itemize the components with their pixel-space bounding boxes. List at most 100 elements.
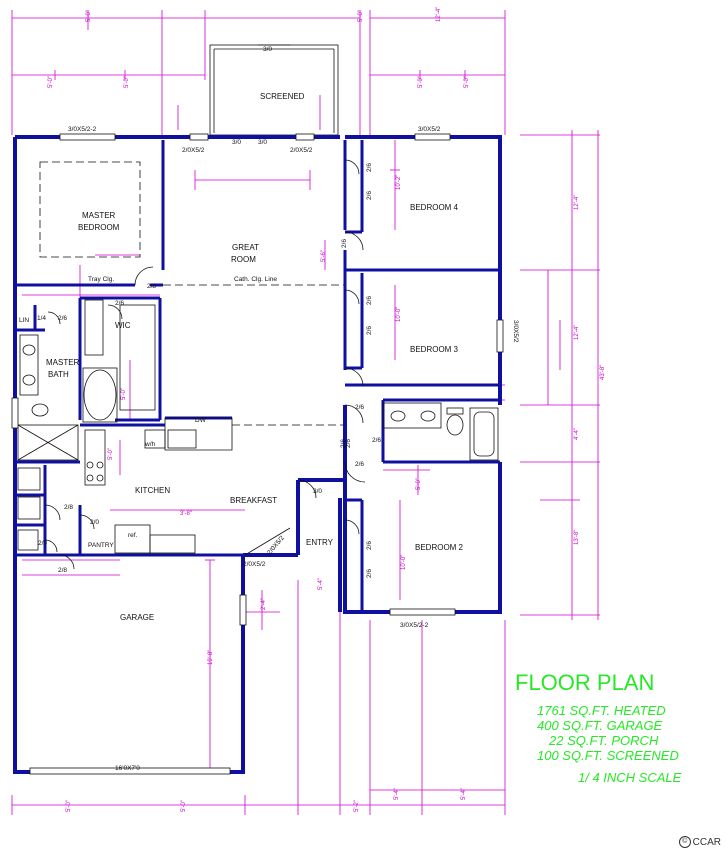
label-d28-a: 2/8 bbox=[147, 283, 156, 290]
svg-text:5'-4": 5'-4" bbox=[461, 788, 467, 800]
svg-text:10'-0": 10'-0" bbox=[396, 307, 402, 322]
room-bedroom-4: BEDROOM 4 bbox=[410, 203, 459, 212]
label-d20-b: 2/0 bbox=[38, 540, 47, 547]
room-master-bath-line2: BATH bbox=[48, 370, 69, 379]
room-great-room-line2: ROOM bbox=[231, 255, 256, 264]
label-door-garage-entry: 2/0X5/2 bbox=[243, 561, 266, 568]
room-pantry: PANTRY bbox=[88, 542, 114, 549]
room-kitchen: KITCHEN bbox=[135, 486, 170, 495]
label-d26-j: 2/6 bbox=[366, 569, 373, 578]
label-d20-a: 2/0 bbox=[90, 519, 99, 526]
label-d26-i: 2/6 bbox=[366, 541, 373, 550]
label-d26-l: 2/6 bbox=[58, 315, 67, 322]
room-master-bedroom-line2: BEDROOM bbox=[78, 223, 120, 232]
label-window-bedroom-3: 3/0X5/2 bbox=[512, 320, 519, 343]
svg-text:5'-0": 5'-0" bbox=[124, 76, 130, 88]
door-swings bbox=[44, 159, 366, 570]
bath-fixtures bbox=[19, 334, 499, 461]
svg-text:10'-2": 10'-2" bbox=[396, 175, 402, 190]
room-entry: ENTRY bbox=[306, 538, 334, 547]
tray-ceiling bbox=[39, 161, 141, 258]
legend-heated: 1761 SQ.FT. HEATED bbox=[537, 703, 666, 718]
label-window-top-right: 3/0X5/2 bbox=[418, 126, 441, 133]
label-door-2050-a: 2/0X5/2 bbox=[182, 147, 205, 154]
svg-text:4'-4": 4'-4" bbox=[574, 428, 580, 440]
exterior-walls bbox=[13, 135, 502, 774]
copyright-mark: © CCAR bbox=[678, 836, 721, 848]
svg-text:12'-4": 12'-4" bbox=[574, 325, 580, 340]
label-d26-a: 2/6 bbox=[366, 163, 373, 172]
windows bbox=[11, 133, 504, 775]
svg-text:5'-0": 5'-0" bbox=[418, 76, 424, 88]
label-d26-b: 2/6 bbox=[366, 191, 373, 200]
svg-text:5'-0": 5'-0" bbox=[108, 448, 114, 460]
legend-porch: 22 SQ.FT. PORCH bbox=[548, 733, 659, 748]
room-bedroom-2: BEDROOM 2 bbox=[415, 543, 464, 552]
label-d26-m: 2/6 bbox=[340, 439, 347, 448]
svg-text:5'-0": 5'-0" bbox=[416, 478, 422, 490]
svg-text:12'-4": 12'-4" bbox=[436, 7, 442, 22]
room-great-room-line1: GREAT bbox=[232, 243, 259, 252]
label-d28-c: 2/8 bbox=[58, 567, 67, 574]
label-window-bedroom-2: 3/0X5/2-2 bbox=[400, 622, 429, 629]
label-tray-ceiling: Tray Clg. bbox=[88, 276, 114, 283]
label-garage-door: 16'0X7'0 bbox=[115, 765, 140, 772]
room-master-bedroom-line1: MASTER bbox=[82, 211, 116, 220]
copyright-icon: © bbox=[678, 836, 691, 848]
label-d14: 1/4 bbox=[37, 315, 46, 322]
label-door-entry: 3/0 bbox=[313, 488, 322, 495]
legend-garage: 400 SQ.FT. GARAGE bbox=[537, 718, 663, 733]
label-d26-h: 2/6 bbox=[355, 461, 364, 468]
svg-text:2'-4": 2'-4" bbox=[261, 598, 267, 610]
svg-text:43'-8": 43'-8" bbox=[600, 365, 606, 380]
svg-text:5'-6": 5'-6" bbox=[321, 250, 327, 262]
opening-labels: 3/0 3/0X5/2-2 3/0X5/2 2/0X5/2 3/0 3/0 2/… bbox=[37, 46, 519, 772]
screened-porch bbox=[209, 44, 339, 136]
label-d26-e: 2/6 bbox=[366, 326, 373, 335]
svg-text:13'-8": 13'-8" bbox=[574, 530, 580, 545]
label-d26-d: 2/6 bbox=[366, 296, 373, 305]
legend-screened: 100 SQ.FT. SCREENED bbox=[537, 748, 679, 763]
room-labels: SCREENED MASTER BEDROOM GREAT ROOM BEDRO… bbox=[19, 92, 464, 622]
label-d26-f: 2/6 bbox=[355, 404, 364, 411]
legend-title: FLOOR PLAN bbox=[515, 670, 654, 695]
svg-text:5'-4": 5'-4" bbox=[394, 788, 400, 800]
room-bedroom-3: BEDROOM 3 bbox=[410, 345, 459, 354]
label-d26-k: 2/6 bbox=[115, 300, 124, 307]
room-master-bath-line1: MASTER bbox=[46, 358, 80, 367]
svg-text:5'-0": 5'-0" bbox=[358, 10, 364, 22]
label-ref: ref. bbox=[128, 532, 138, 539]
label-ceiling-line: Cath. Clg. Line bbox=[234, 276, 277, 283]
dimension-lines bbox=[11, 10, 600, 815]
room-screened: SCREENED bbox=[260, 92, 305, 101]
room-garage: GARAGE bbox=[120, 613, 154, 622]
svg-text:5'-2": 5'-2" bbox=[354, 800, 360, 812]
room-breakfast: BREAKFAST bbox=[230, 496, 277, 505]
label-d28-b: 2/8 bbox=[64, 504, 73, 511]
legend-scale: 1/ 4 INCH SCALE bbox=[578, 770, 682, 785]
label-door-2050-b: 2/0X5/2 bbox=[290, 147, 313, 154]
interior-walls bbox=[15, 140, 500, 610]
svg-text:5'-0": 5'-0" bbox=[464, 76, 470, 88]
label-window-top-left: 3/0X5/2-2 bbox=[68, 126, 97, 133]
label-d26-c: 2/6 bbox=[341, 239, 348, 248]
svg-text:3'-8": 3'-8" bbox=[180, 511, 192, 517]
kitchen-counters bbox=[17, 417, 233, 554]
legend: FLOOR PLAN 1761 SQ.FT. HEATED 400 SQ.FT.… bbox=[515, 670, 682, 785]
svg-text:5'-0": 5'-0" bbox=[66, 800, 72, 812]
label-d26-g: 2/6 bbox=[372, 437, 381, 444]
room-wic: WIC bbox=[115, 321, 131, 330]
label-door-screened-top: 3/0 bbox=[263, 46, 272, 53]
svg-text:10'-0": 10'-0" bbox=[401, 555, 407, 570]
svg-text:5'-0": 5'-0" bbox=[181, 800, 187, 812]
label-door-30-b: 3/0 bbox=[258, 139, 267, 146]
room-lin: LIN bbox=[19, 317, 29, 324]
svg-text:5'-0": 5'-0" bbox=[48, 76, 54, 88]
svg-text:12'-4": 12'-4" bbox=[574, 195, 580, 210]
label-d26-n: 2/6 bbox=[345, 439, 352, 448]
dimension-figures: 5'-0" 5'-0" 12'-4" 5'-0" 5'-0" 5'-0" 5'-… bbox=[48, 7, 606, 812]
label-door-30-a: 3/0 bbox=[232, 139, 241, 146]
copyright-text: CCAR bbox=[692, 836, 721, 848]
label-window-entry: 2/0X5/2 bbox=[266, 534, 286, 556]
